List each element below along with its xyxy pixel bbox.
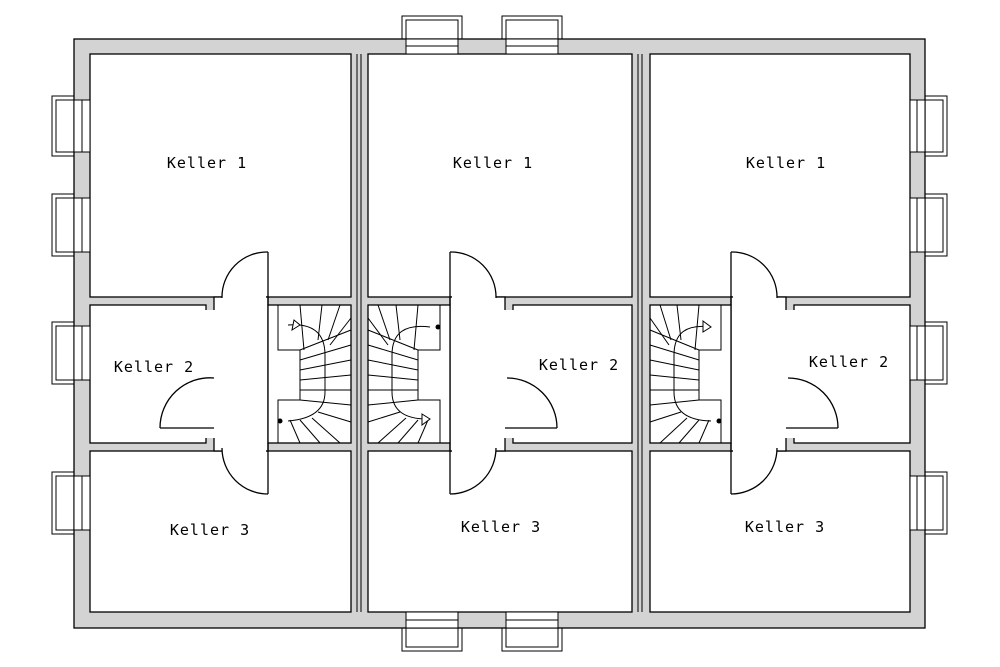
door-keller-2: [159, 377, 215, 429]
window-right-2: [909, 193, 948, 257]
room-keller-1: [649, 53, 911, 298]
unit-1: Keller 1 Keller 2 Keller 3: [89, 53, 352, 613]
window-bottom-2: [501, 611, 563, 652]
staircase: [277, 304, 352, 444]
room-keller-2: [512, 304, 633, 444]
room-keller-1: [89, 53, 352, 298]
door-keller-3: [221, 443, 269, 495]
label-keller-3: Keller 3: [745, 518, 825, 536]
door-keller-2: [786, 377, 839, 429]
window-right-4: [909, 471, 948, 535]
stair-arrow-icon: [291, 319, 301, 332]
window-left-1: [51, 95, 91, 157]
window-left-2: [51, 193, 91, 257]
stair-start-dot: [277, 418, 283, 424]
window-right-1: [909, 95, 948, 157]
door-keller-1: [449, 251, 497, 305]
stair-arrow-icon: [421, 413, 431, 426]
room-keller-1: [367, 53, 633, 298]
party-walls: [356, 54, 643, 612]
door-keller-3: [449, 443, 497, 495]
window-top-2: [501, 15, 563, 55]
room-keller-2: [793, 304, 911, 444]
window-left-3: [51, 321, 91, 385]
unit-2: Keller 1 Keller 2 Keller 3: [367, 53, 633, 613]
door-keller-1: [221, 251, 269, 305]
window-left-4: [51, 471, 91, 535]
room-keller-3: [89, 450, 352, 613]
window-bottom-1: [401, 611, 463, 652]
stair-start-dot: [435, 324, 441, 330]
label-keller-3: Keller 3: [461, 518, 541, 536]
label-keller-3: Keller 3: [170, 521, 250, 539]
label-keller-1: Keller 1: [167, 154, 247, 172]
stair-arrow-icon: [702, 320, 712, 333]
door-keller-3: [730, 443, 778, 495]
room-keller-2: [89, 304, 207, 444]
door-keller-1: [730, 251, 778, 305]
unit-3: Keller 1 Keller 2 Keller 3: [649, 53, 911, 613]
stairwell: [267, 304, 352, 444]
label-keller-2: Keller 2: [539, 356, 619, 374]
label-keller-1: Keller 1: [453, 154, 533, 172]
label-keller-2: Keller 2: [809, 353, 889, 371]
stair-start-dot: [716, 418, 722, 424]
door-keller-2: [505, 377, 558, 429]
staircase: [367, 304, 441, 444]
window-top-1: [401, 15, 463, 55]
window-right-3: [909, 321, 948, 385]
label-keller-1: Keller 1: [746, 154, 826, 172]
room-keller-3: [367, 450, 633, 613]
label-keller-2: Keller 2: [114, 358, 194, 376]
staircase: [649, 304, 722, 444]
room-keller-3: [649, 450, 911, 613]
